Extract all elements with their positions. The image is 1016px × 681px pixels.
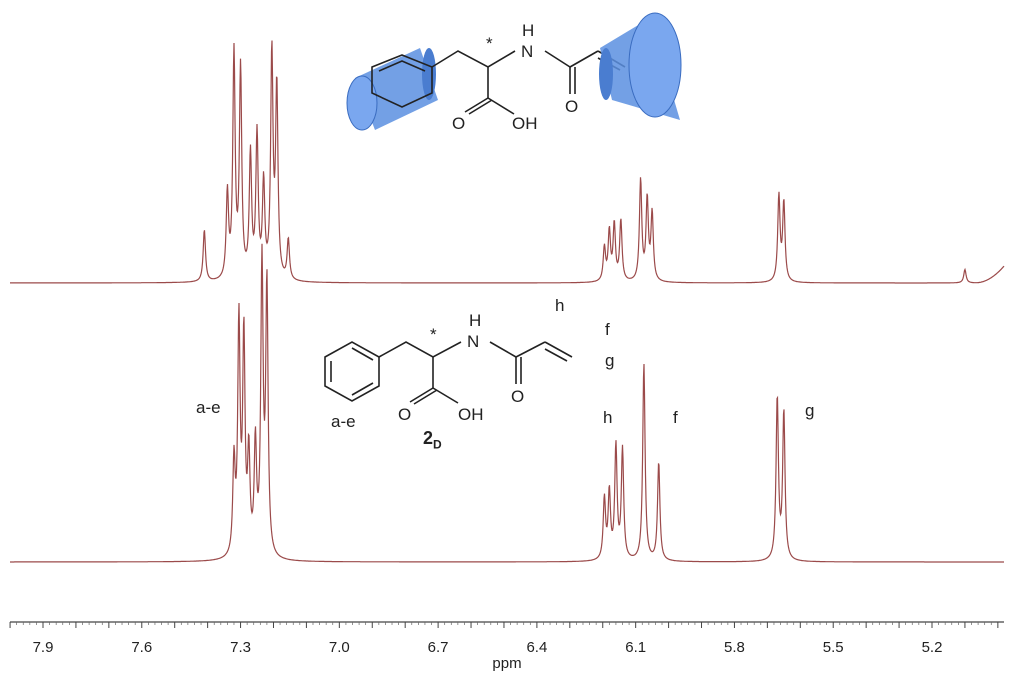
label-ae-structure: a-e — [331, 412, 356, 431]
compound-subscript: D — [433, 437, 442, 452]
bottom-structure: * H N O OH O — [324, 311, 573, 424]
bottom-nh-n: N — [467, 332, 479, 351]
cyclodextrin-right-icon — [599, 12, 682, 120]
label-h-structure: h — [555, 296, 565, 315]
bottom-o-acid: O — [398, 405, 411, 424]
label-f-structure: f — [605, 320, 610, 339]
x-tick-label: 5.5 — [823, 639, 844, 656]
x-tick-label: 6.1 — [625, 639, 646, 656]
compound-label: 2D — [423, 428, 442, 452]
bottom-nh-h: H — [469, 311, 481, 330]
top-nh-h: H — [522, 21, 534, 40]
bottom-star: * — [430, 325, 437, 344]
cyclodextrin-left-icon — [346, 48, 438, 131]
x-axis-title: ppm — [492, 655, 521, 672]
top-o-amide: O — [565, 97, 578, 116]
top-nh-n: N — [521, 42, 533, 61]
bottom-oh: OH — [458, 405, 484, 424]
x-tick-label: 7.3 — [230, 639, 251, 656]
top-structure: * H N O OH O — [346, 12, 682, 133]
x-tick-label: 5.8 — [724, 639, 745, 656]
x-tick-label: 7.9 — [33, 639, 54, 656]
top-oh: OH — [512, 114, 538, 133]
top-o-acid: O — [452, 114, 465, 133]
spectrum-top-trace — [10, 40, 1005, 284]
x-tick-label: 5.2 — [922, 639, 943, 656]
top-star: * — [486, 34, 493, 53]
label-g-structure: g — [605, 351, 615, 370]
label-ae-peak: a-e — [196, 398, 221, 417]
label-f-peak: f — [673, 408, 678, 427]
label-h-peak: h — [603, 408, 613, 427]
x-tick-label: 7.6 — [131, 639, 152, 656]
x-axis-ticks: 7.9 7.6 7.3 7.0 6.7 6.4 6.1 5.8 5.5 5.2 — [9, 622, 999, 656]
label-g-peak: g — [805, 401, 815, 420]
compound-number: 2 — [423, 428, 434, 448]
spectrum-bottom-trace — [10, 243, 1004, 563]
bottom-o-amide: O — [511, 387, 524, 406]
x-tick-label: 6.4 — [526, 639, 547, 656]
x-tick-label: 6.7 — [428, 639, 449, 656]
x-tick-label: 7.0 — [329, 639, 350, 656]
